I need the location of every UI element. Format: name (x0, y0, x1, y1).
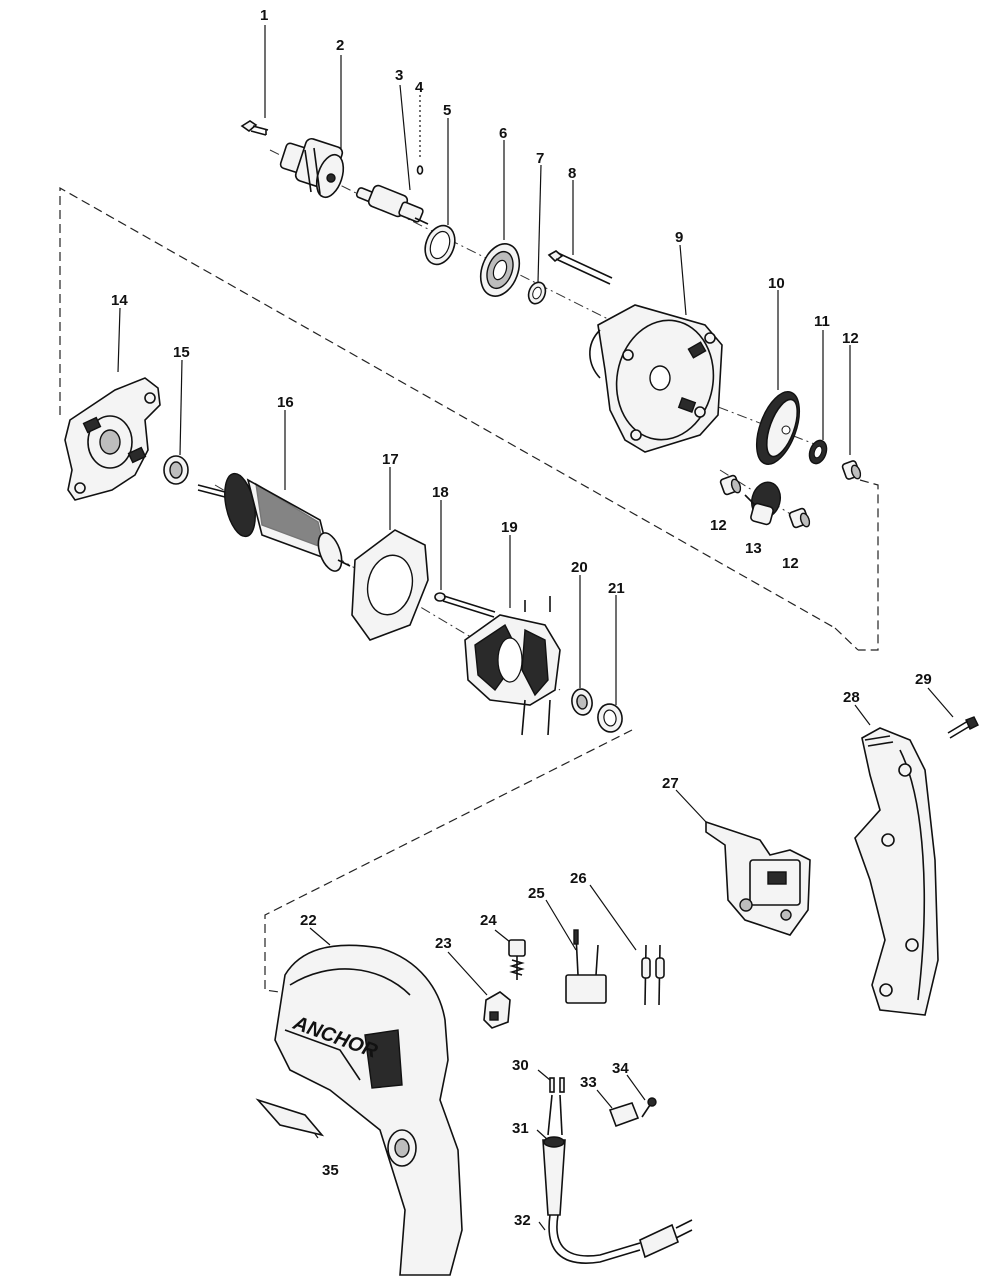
part-31-cord-guard (542, 1094, 566, 1216)
part-4-key (416, 165, 424, 175)
part-13-pinion-gear (744, 481, 782, 526)
part-12-bearing-left (719, 474, 742, 496)
callout-14: 14 (111, 292, 128, 309)
callout-18: 18 (432, 484, 449, 501)
part-35-label (255, 1098, 325, 1137)
callout-10: 10 (768, 275, 785, 292)
part-8-long-screw (547, 250, 613, 285)
part-19-field-coil (464, 596, 561, 736)
callout-20: 20 (571, 559, 588, 576)
part-30-terminals (549, 1077, 565, 1093)
part-7-washer (527, 281, 547, 305)
callout-13: 13 (745, 540, 762, 557)
callout-12b: 12 (710, 517, 727, 534)
callout-21: 21 (608, 580, 625, 597)
callout-12a: 12 (842, 330, 859, 347)
callout-33: 33 (580, 1074, 597, 1091)
part-9-gear-housing (589, 304, 723, 453)
part-5-retaining-ring (424, 224, 456, 266)
callout-5: 5 (443, 102, 451, 119)
callout-27: 27 (662, 775, 679, 792)
callout-16: 16 (277, 394, 294, 411)
callout-6: 6 (499, 125, 507, 142)
part-16-armature (197, 472, 351, 572)
part-11-washer (808, 439, 828, 465)
callout-23: 23 (435, 935, 452, 952)
callout-7: 7 (536, 150, 544, 167)
callout-35: 35 (322, 1162, 339, 1179)
callout-34: 34 (612, 1060, 629, 1077)
part-32-power-cord (548, 1214, 693, 1264)
callout-26: 26 (570, 870, 587, 887)
callout-24: 24 (480, 912, 497, 929)
part-21-bearing-bush (597, 703, 623, 733)
callout-19: 19 (501, 519, 518, 536)
part-1-chuck-screw (240, 120, 269, 136)
part-26-wire-connectors (641, 944, 665, 1006)
callout-9: 9 (675, 229, 683, 246)
callout-30: 30 (512, 1057, 529, 1074)
part-14-motor-end-plate (64, 377, 161, 501)
part-33-cord-clamp (608, 1102, 640, 1128)
part-22-housing: ANCHOR (274, 944, 463, 1276)
part-23-brush-holder (483, 991, 511, 1029)
callout-31: 31 (512, 1120, 529, 1137)
part-18-stator-screw (434, 592, 496, 618)
part-12-bearing-top (841, 460, 862, 480)
part-20-bearing (571, 688, 593, 716)
callout-28: 28 (843, 689, 860, 706)
callout-2: 2 (336, 37, 344, 54)
callout-12c: 12 (782, 555, 799, 572)
callout-22: 22 (300, 912, 317, 929)
callout-4: 4 (415, 79, 424, 96)
callout-29: 29 (915, 671, 932, 688)
part-3-spindle (355, 184, 429, 225)
callout-8: 8 (568, 165, 576, 182)
part-34-screw (641, 1097, 657, 1118)
part-17-baffle-plate (351, 529, 429, 641)
leader-lines (117, 25, 954, 1231)
callout-15: 15 (173, 344, 190, 361)
part-27-switch (705, 820, 811, 936)
part-2-drill-chuck (279, 137, 345, 199)
callout-3: 3 (395, 67, 403, 84)
part-28-handle-cover (854, 727, 939, 1016)
part-24-carbon-brush (508, 939, 526, 980)
part-10-gear (755, 391, 801, 465)
part-12-bearing-right (788, 507, 811, 529)
callout-17: 17 (382, 451, 399, 468)
part-25-capacitor (565, 929, 607, 1004)
callout-32: 32 (514, 1212, 531, 1229)
callout-1: 1 (260, 7, 268, 24)
callout-numbers: 1 2 3 4 5 6 7 8 9 10 11 12 12 12 13 14 1… (111, 7, 932, 1229)
part-29-screw (947, 716, 979, 739)
part-6-ball-bearing (479, 243, 521, 297)
part-15-bearing (163, 455, 189, 485)
callout-11: 11 (814, 313, 830, 330)
callout-25: 25 (528, 885, 545, 902)
